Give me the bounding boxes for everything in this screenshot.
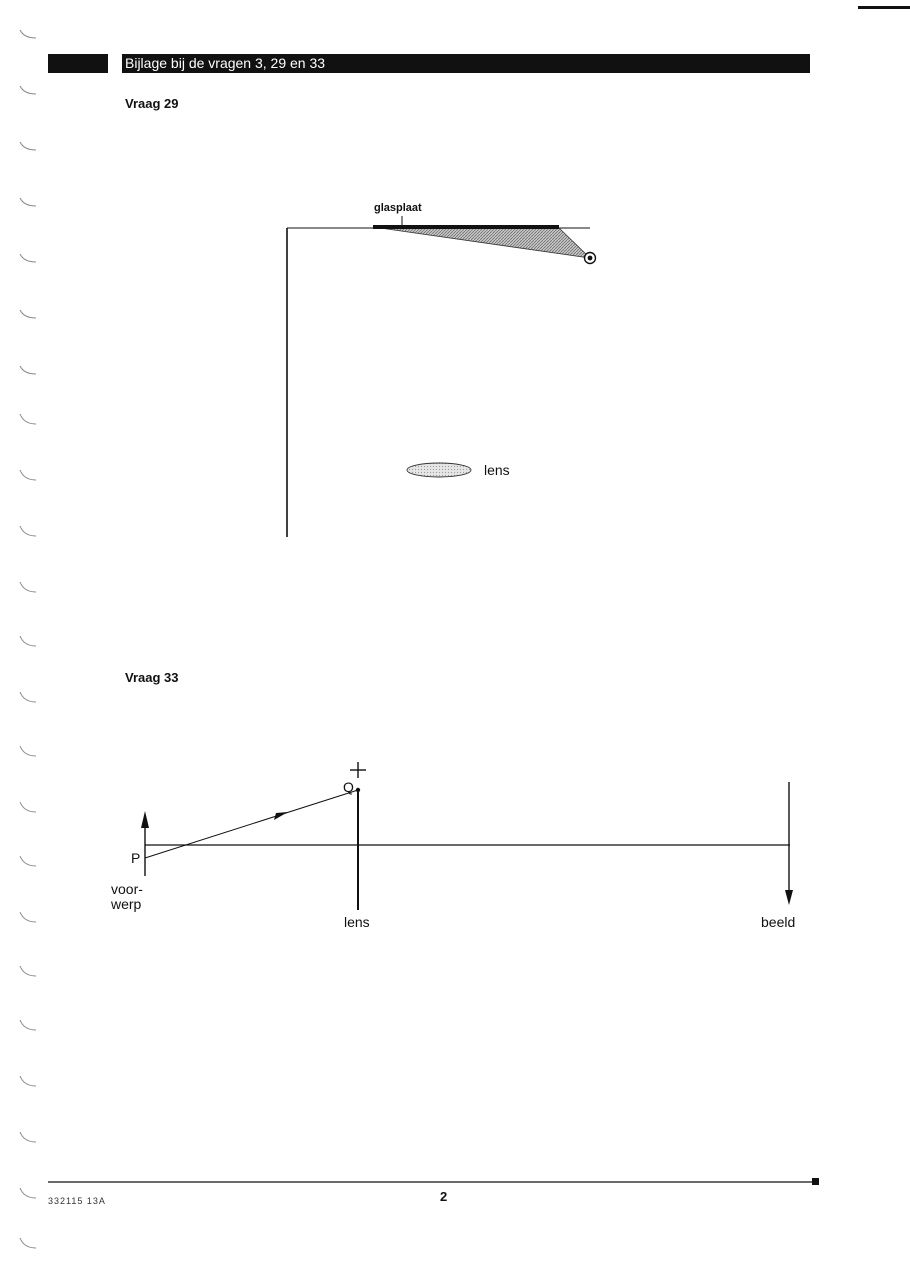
- voorwerp-label-line1: voor-: [111, 881, 143, 897]
- image-arrow-head: [785, 890, 793, 905]
- q29-lens-label: lens: [484, 462, 510, 478]
- header-bar: [48, 54, 810, 73]
- header-title: Bijlage bij de vragen 3, 29 en 33: [125, 55, 326, 71]
- header-bar-gap: [108, 54, 122, 73]
- light-beam-wedge: [372, 226, 592, 259]
- corner-rule: [858, 6, 910, 9]
- binder-margin-marks: [19, 29, 37, 1249]
- beeld-label: beeld: [761, 914, 796, 930]
- ray-arrow-head: [274, 812, 288, 820]
- q33-heading: Vraag 33: [125, 670, 179, 685]
- voorwerp-label-line2: werp: [111, 896, 142, 912]
- light-source-outer: [583, 251, 597, 265]
- footer-rule-end-square: [812, 1178, 819, 1185]
- q33-lens-label: lens: [344, 914, 370, 930]
- q29-heading: Vraag 29: [125, 96, 179, 111]
- glasplaat-label: glasplaat: [374, 202, 422, 214]
- point-q-label: Q: [343, 779, 354, 795]
- glass-plate: [373, 225, 559, 229]
- point-p-label: P: [131, 850, 141, 866]
- object-arrow-head: [141, 811, 149, 828]
- footer-code: 332115 13A: [48, 1196, 106, 1206]
- lens-shape: [406, 462, 472, 478]
- page-number: 2: [440, 1189, 448, 1204]
- point-q-dot: [355, 787, 361, 793]
- ray-p-to-q: [144, 789, 359, 859]
- light-source-inner: [587, 255, 593, 261]
